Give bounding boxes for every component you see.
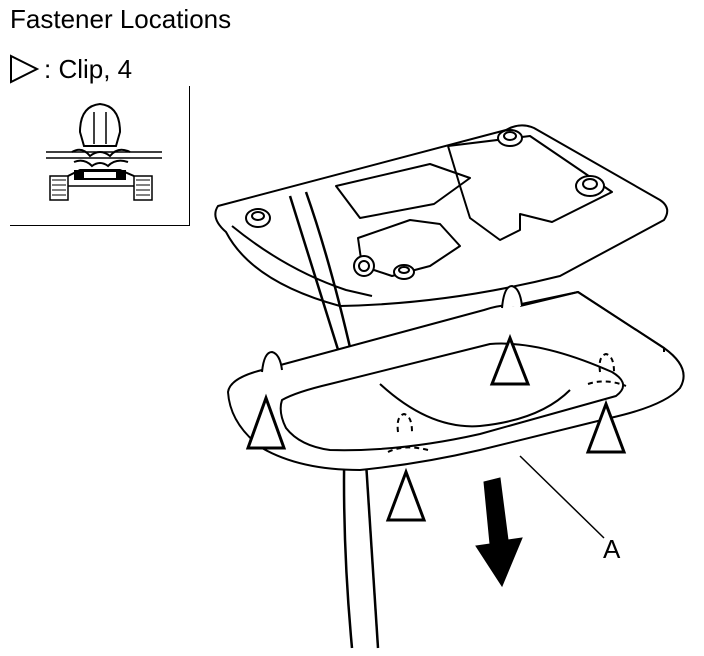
legend: : Clip, 4 xyxy=(8,52,132,86)
clip-marker xyxy=(385,467,427,522)
callout-leader xyxy=(519,455,605,539)
clip-marker xyxy=(585,399,627,454)
clip-markers xyxy=(245,333,627,522)
page-title: Fastener Locations xyxy=(10,4,232,34)
clip-marker xyxy=(489,333,531,386)
removal-arrow-icon xyxy=(475,477,523,588)
clip-marker xyxy=(245,393,287,450)
callout-label-a: A xyxy=(603,534,621,564)
map-light-housing xyxy=(227,285,685,471)
triangle-right-icon xyxy=(10,54,40,84)
clip-detail-inset xyxy=(10,86,190,226)
legend-label: : Clip, 4 xyxy=(44,54,133,84)
clip-cross-section xyxy=(46,102,162,201)
roof-bracket xyxy=(214,124,669,307)
